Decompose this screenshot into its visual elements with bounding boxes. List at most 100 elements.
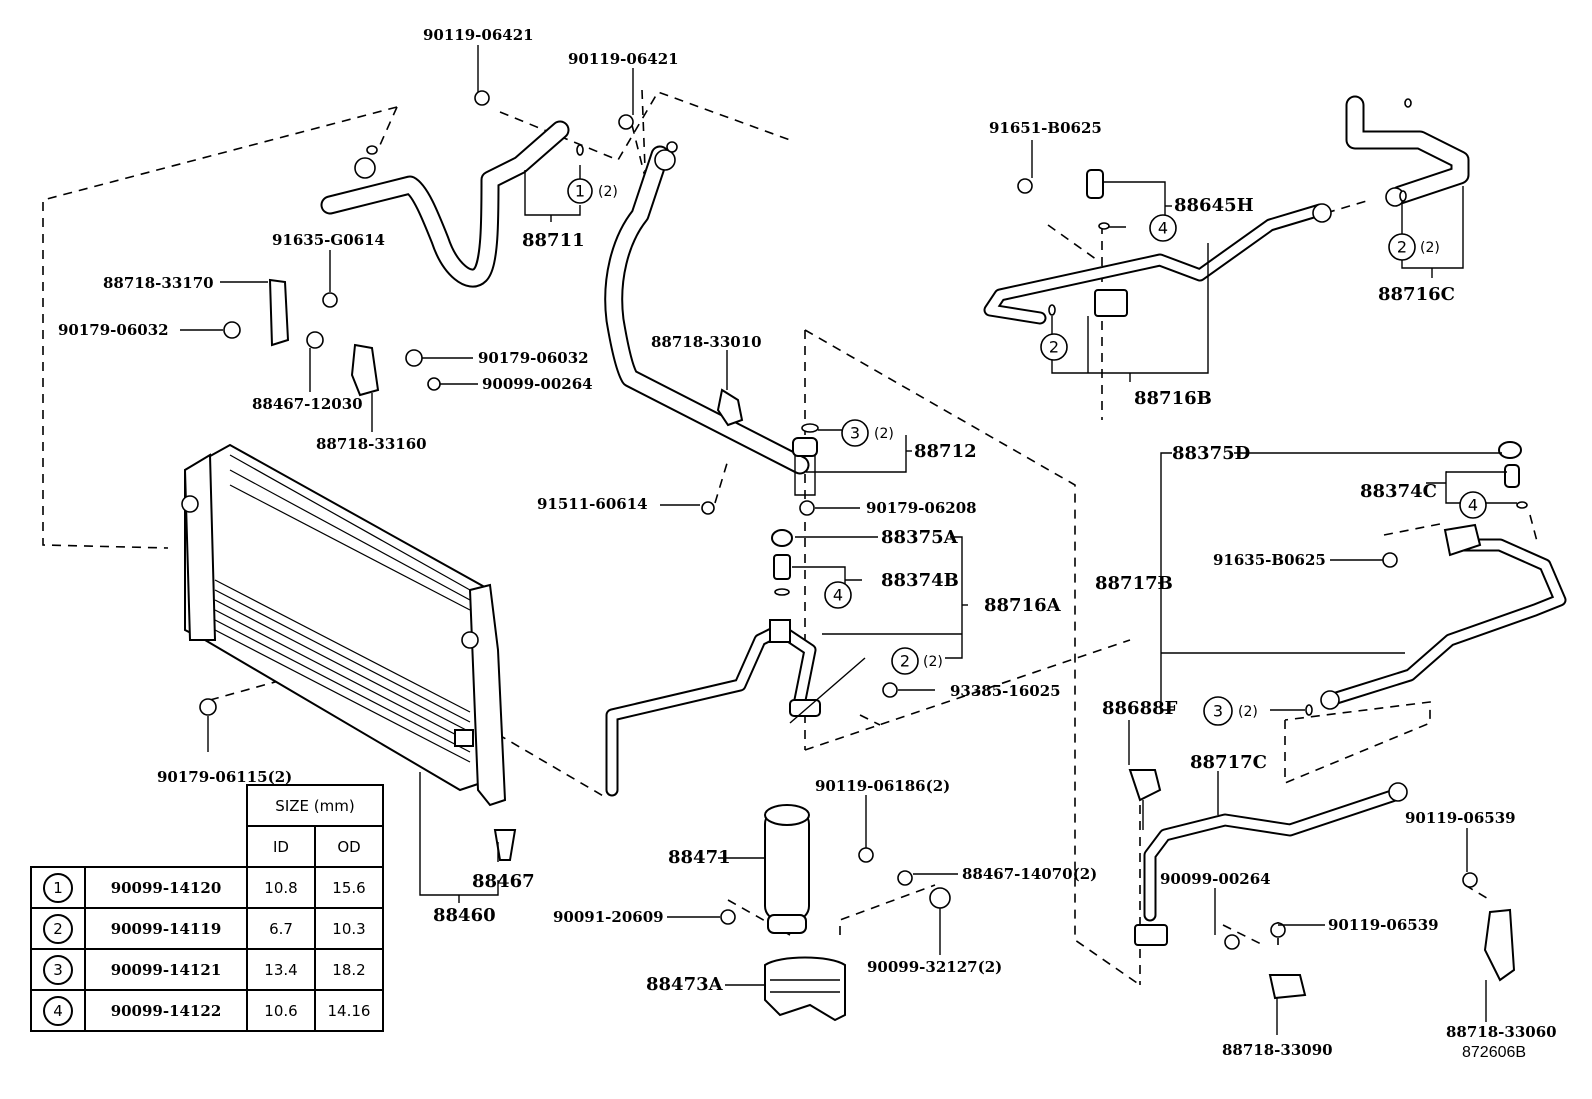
condenser [181, 443, 507, 807]
part-label-88460[interactable]: 88460 [433, 905, 496, 926]
part-label-90119-06539[interactable]: 90119-06539 [1328, 916, 1439, 934]
oring-callout-4-b: 4 [1149, 214, 1177, 242]
part-label-88374B[interactable]: 88374B [881, 570, 959, 591]
part-number-cell[interactable]: 90099-14119 [84, 907, 248, 950]
part-label-88645H[interactable]: 88645H [1174, 195, 1254, 216]
part-label-90179-06032[interactable]: 90179-06032 [478, 349, 589, 367]
key-number: 3 [43, 954, 73, 985]
figure-code: 872606B [1462, 1044, 1527, 1061]
part-label-91635-B0625[interactable]: 91635-B0625 [1213, 551, 1326, 569]
part-label-88473A[interactable]: 88473A [646, 974, 724, 995]
key-number: 2 [43, 913, 73, 944]
part-label-91511-60614[interactable]: 91511-60614 [537, 495, 648, 513]
part-label-88711[interactable]: 88711 [522, 230, 585, 251]
part-label-88717C[interactable]: 88717C [1190, 752, 1267, 773]
part-label-88718-33010[interactable]: 88718-33010 [651, 333, 762, 351]
part-label-88716A[interactable]: 88716A [984, 595, 1062, 616]
id-column-header: ID [246, 825, 316, 868]
part-label-90119-06186[interactable]: 90119-06186(2) [815, 777, 950, 795]
callout-number: 1 [575, 182, 585, 201]
oring-callout-4-a: 4 [824, 581, 852, 609]
suction-hose [604, 141, 819, 496]
size-header: SIZE (mm) [246, 784, 384, 827]
callout-number: 4 [1158, 219, 1168, 238]
oring-callouts: 1 (2) 3 (2) 4 2 (2) 4 2 2 (2) [567, 165, 1487, 726]
leader-lines [180, 45, 1517, 1035]
part-label-91635-G0614[interactable]: 91635-G0614 [272, 231, 385, 249]
liquid-tube-a [605, 529, 821, 797]
part-label-88374C[interactable]: 88374C [1360, 481, 1437, 502]
part-label-90119-06421[interactable]: 90119-06421 [423, 26, 534, 44]
id-cell: 6.7 [246, 907, 316, 950]
part-label-90179-06208[interactable]: 90179-06208 [866, 499, 977, 517]
callout-number: 2 [1049, 338, 1059, 357]
od-cell: 14.16 [314, 989, 384, 1032]
oring-size-table: SIZE (mm) ID OD 1 90099-14120 10.8 15.6 … [30, 784, 384, 1032]
oring-callout-3: 3 (2) [818, 419, 894, 447]
od-cell: 18.2 [314, 948, 384, 991]
od-cell: 10.3 [314, 907, 384, 950]
callout-quantity: (2) [1238, 704, 1258, 720]
discharge-tube-c [1134, 782, 1408, 946]
part-labels: 90119-06421 90119-06421 88711 91635-G061… [58, 26, 1557, 1059]
part-label-88716B[interactable]: 88716B [1134, 388, 1212, 409]
table-row: 3 90099-14121 13.4 18.2 [30, 948, 384, 991]
part-label-88467-12030[interactable]: 88467-12030 [252, 395, 363, 413]
callout-quantity: (2) [874, 426, 894, 442]
part-number-cell[interactable]: 90099-14120 [84, 866, 248, 909]
part-label-88718-33170[interactable]: 88718-33170 [103, 274, 214, 292]
part-label-88467-14070[interactable]: 88467-14070(2) [962, 865, 1097, 883]
part-label-90179-06032[interactable]: 90179-06032 [58, 321, 169, 339]
table-row: 1 90099-14120 10.8 15.6 [30, 866, 384, 909]
callout-number: 2 [1397, 238, 1407, 257]
dryer-bracket [764, 956, 846, 1022]
oring-callout-2-a: 2 (2) [891, 647, 943, 675]
id-cell: 13.4 [246, 948, 316, 991]
od-cell: 15.6 [314, 866, 384, 909]
part-label-91651-B0625[interactable]: 91651-B0625 [989, 119, 1102, 137]
part-label-88716C[interactable]: 88716C [1378, 284, 1455, 305]
liquid-hose-c [1345, 95, 1470, 207]
size-table-subheader-row: ID OD [31, 825, 384, 868]
oring-callout-2-c: 2 (2) [1388, 233, 1440, 261]
discharge-tube-b [1305, 441, 1567, 716]
part-label-90179-06115[interactable]: 90179-06115(2) [157, 768, 292, 786]
key-cell: 4 [30, 989, 86, 1032]
callout-number: 2 [900, 652, 910, 671]
key-cell: 2 [30, 907, 86, 950]
liquid-tube-b [983, 169, 1332, 325]
callout-quantity: (2) [1420, 240, 1440, 256]
part-label-88467[interactable]: 88467 [472, 871, 535, 892]
part-label-88375A[interactable]: 88375A [881, 527, 959, 548]
part-label-88717B[interactable]: 88717B [1095, 573, 1173, 594]
part-label-88718-33160[interactable]: 88718-33160 [316, 435, 427, 453]
part-label-90099-00264[interactable]: 90099-00264 [482, 375, 593, 393]
part-label-93385-16025[interactable]: 93385-16025 [950, 682, 1061, 700]
callout-number: 3 [1213, 702, 1223, 721]
part-number-cell[interactable]: 90099-14121 [84, 948, 248, 991]
part-label-88718-33090[interactable]: 88718-33090 [1222, 1041, 1333, 1059]
part-label-88718-33060[interactable]: 88718-33060 [1446, 1023, 1557, 1041]
oring-callout-1: 1 (2) [567, 165, 618, 204]
size-table-header-row: SIZE (mm) [31, 784, 384, 827]
blank-cell [31, 826, 247, 867]
part-label-90099-32127[interactable]: 90099-32127(2) [867, 958, 1002, 976]
part-label-90119-06539[interactable]: 90119-06539 [1405, 809, 1516, 827]
key-cell: 3 [30, 948, 86, 991]
part-label-90119-06421[interactable]: 90119-06421 [568, 50, 679, 68]
table-row: 4 90099-14122 10.6 14.16 [30, 989, 384, 1032]
part-number-cell[interactable]: 90099-14122 [84, 989, 248, 1032]
part-label-90091-20609[interactable]: 90091-20609 [553, 908, 664, 926]
part-label-90099-00264[interactable]: 90099-00264 [1160, 870, 1271, 888]
part-label-88375D[interactable]: 88375D [1172, 443, 1250, 464]
discharge-hose [320, 120, 584, 288]
callout-quantity: (2) [598, 184, 618, 200]
table-row: 2 90099-14119 6.7 10.3 [30, 907, 384, 950]
part-label-88471[interactable]: 88471 [668, 847, 731, 868]
oring-callout-4-c: 4 [1459, 491, 1487, 519]
callout-number: 4 [833, 586, 843, 605]
part-label-88712[interactable]: 88712 [914, 441, 977, 462]
oring-callout-3-b: 3 (2) [1203, 696, 1258, 726]
part-label-88688F[interactable]: 88688F [1102, 698, 1178, 719]
key-cell: 1 [30, 866, 86, 909]
